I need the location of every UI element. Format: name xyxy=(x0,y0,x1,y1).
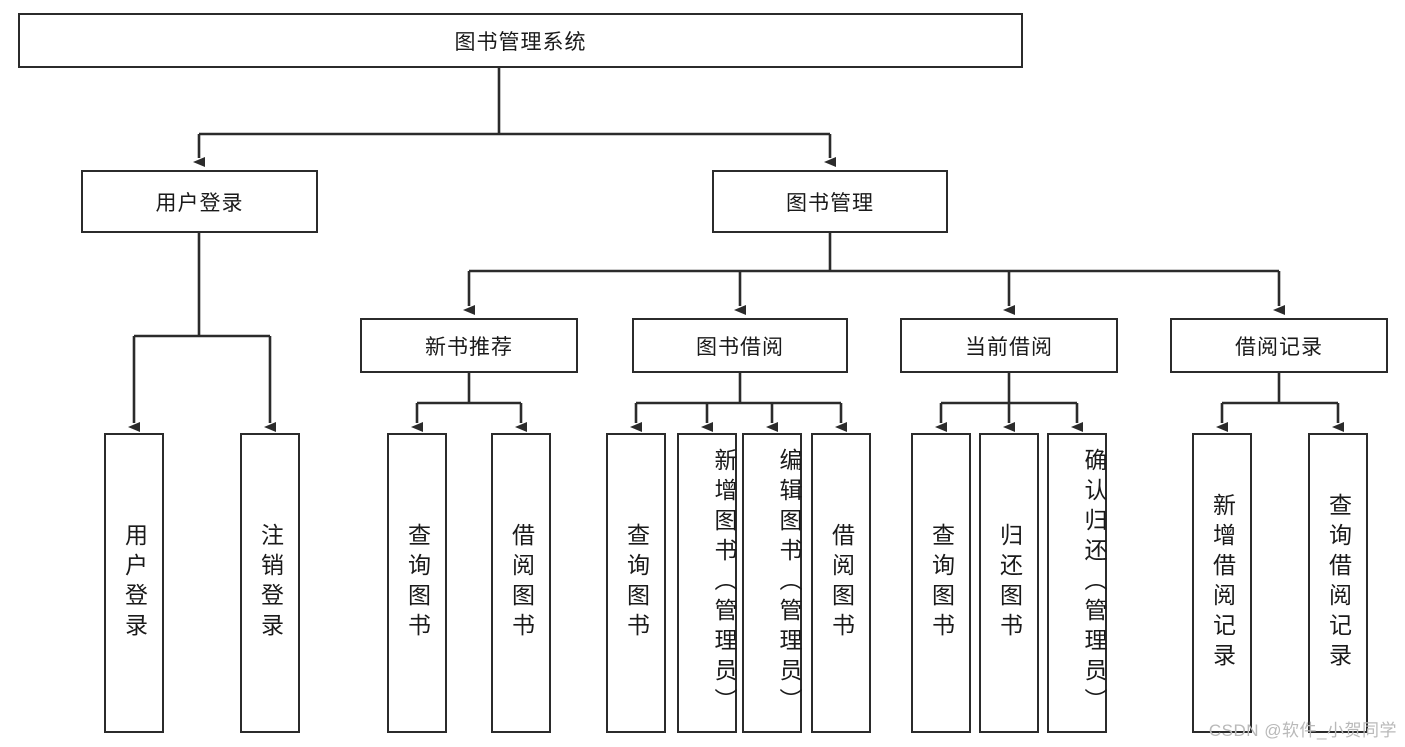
leaf-confirm-return-admin[interactable]: 确认归还（管理员） xyxy=(1047,433,1107,733)
leaf-borrow-book-recommend[interactable]: 借阅图书 xyxy=(491,433,551,733)
node-book-management[interactable]: 图书管理 xyxy=(712,170,948,233)
node-book-borrow[interactable]: 图书借阅 xyxy=(632,318,848,373)
node-borrow-record[interactable]: 借阅记录 xyxy=(1170,318,1388,373)
csdn-watermark: CSDN @软件_小贺同学 xyxy=(1208,721,1397,740)
leaf-add-book-admin[interactable]: 新增图书（管理员） xyxy=(677,433,737,733)
leaf-query-book-current[interactable]: 查询图书 xyxy=(911,433,971,733)
leaf-query-borrow-record[interactable]: 查询借阅记录 xyxy=(1308,433,1368,733)
leaf-logout[interactable]: 注销登录 xyxy=(240,433,300,733)
node-root-system[interactable]: 图书管理系统 xyxy=(18,13,1023,68)
leaf-add-borrow-record[interactable]: 新增借阅记录 xyxy=(1192,433,1252,733)
leaf-borrow-book[interactable]: 借阅图书 xyxy=(811,433,871,733)
node-user-login[interactable]: 用户登录 xyxy=(81,170,318,233)
node-current-borrow[interactable]: 当前借阅 xyxy=(900,318,1118,373)
leaf-query-book-borrow[interactable]: 查询图书 xyxy=(606,433,666,733)
leaf-query-book-recommend[interactable]: 查询图书 xyxy=(387,433,447,733)
node-new-book-recommend[interactable]: 新书推荐 xyxy=(360,318,578,373)
leaf-user-login[interactable]: 用户登录 xyxy=(104,433,164,733)
leaf-edit-book-admin[interactable]: 编辑图书（管理员） xyxy=(742,433,802,733)
leaf-return-book[interactable]: 归还图书 xyxy=(979,433,1039,733)
